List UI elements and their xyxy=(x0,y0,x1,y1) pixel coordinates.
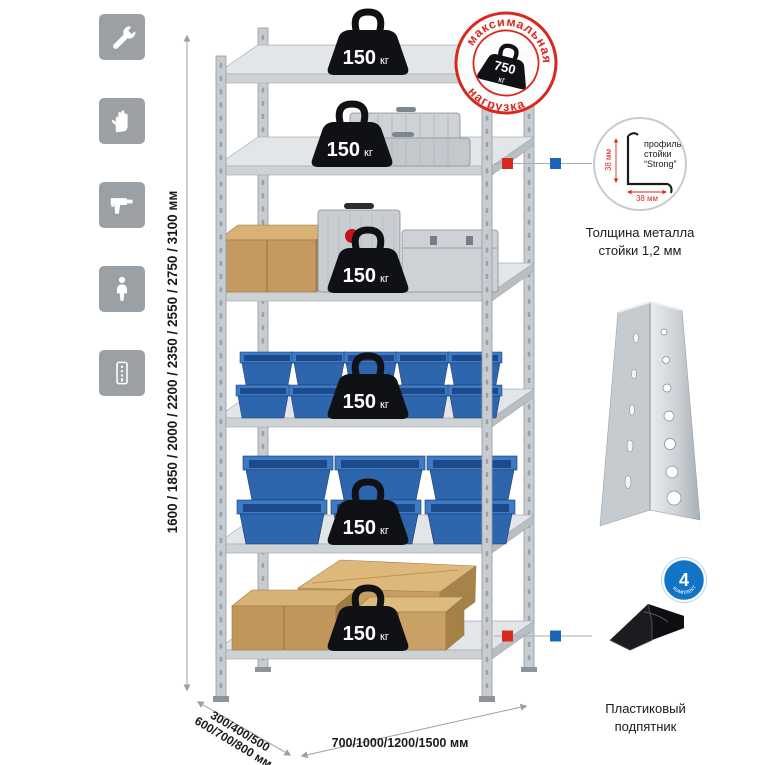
profile-label-1: профиль xyxy=(644,139,682,149)
shelf-load-badge: 150 кг xyxy=(312,104,393,167)
shelf-load-badge: 150 кг xyxy=(328,482,409,545)
svg-text:150: 150 xyxy=(343,265,376,287)
profile-caption: Толщина металла стойки 1,2 мм xyxy=(585,225,695,259)
wrench-icon xyxy=(99,14,145,60)
svg-text:150: 150 xyxy=(343,623,376,645)
shelf-load-value: 150 xyxy=(343,47,376,69)
profile-label-2: стойки xyxy=(644,149,672,159)
shelf-3-items xyxy=(217,203,499,293)
gloves-icon xyxy=(99,98,145,144)
blue-marker-square xyxy=(550,158,561,169)
drill-icon xyxy=(99,182,145,228)
red-marker-square xyxy=(502,630,513,642)
blue-marker-square xyxy=(550,630,561,642)
kit-count-badge: 4 в комплекте xyxy=(661,557,707,603)
height-dimension-label: 1600 / 1850 / 2000 / 2200 / 2350 / 2550 … xyxy=(165,191,180,534)
depth-dimension: 300/400/500 600/700/800 мм xyxy=(192,701,292,765)
svg-text:кг: кг xyxy=(380,399,389,411)
stamp-unit: кг xyxy=(497,74,506,85)
svg-text:кг: кг xyxy=(364,147,373,159)
svg-text:кг: кг xyxy=(380,273,389,285)
angle-post-image xyxy=(599,300,701,527)
width-dimension-label: 700/1000/1200/1500 мм xyxy=(332,736,469,750)
shelf-load-badge: 150 кг xyxy=(328,588,409,651)
svg-text:150: 150 xyxy=(327,139,360,161)
kit-count-number: 4 xyxy=(679,570,689,590)
person-icon xyxy=(99,266,145,312)
connector-top xyxy=(494,158,592,169)
svg-text:150: 150 xyxy=(343,517,376,539)
stamp-value: 750 xyxy=(493,57,518,77)
plastic-foot-image xyxy=(609,603,684,651)
max-load-stamp: максимальная нагрузка 750 кг xyxy=(454,5,563,120)
shelf-load-badge: 150 кг xyxy=(328,356,409,419)
profile-dim-vertical: 38 мм xyxy=(604,149,613,171)
profile-label-3: “Strong” xyxy=(644,159,677,169)
svg-text:150: 150 xyxy=(343,391,376,413)
shelf-load-badge: 150 кг xyxy=(328,12,409,75)
red-marker-square xyxy=(502,158,513,169)
svg-text:кг: кг xyxy=(380,525,389,537)
svg-text:кг: кг xyxy=(380,631,389,643)
connector-bottom xyxy=(494,630,592,642)
profile-dim-horizontal: 38 мм xyxy=(636,194,658,203)
shelf-load-badge: 150 кг xyxy=(328,230,409,293)
profile-callout: 38 мм 38 мм профиль стойки “Strong” xyxy=(593,117,687,211)
rack-post-icon xyxy=(99,350,145,396)
shelf-load-unit: кг xyxy=(380,55,389,67)
foot-caption: Пластиковый подпятник xyxy=(605,701,686,735)
height-dimension: 1600 / 1850 / 2000 / 2200 / 2350 / 2550 … xyxy=(165,34,191,692)
width-dimension: 700/1000/1200/1500 мм xyxy=(300,703,528,759)
